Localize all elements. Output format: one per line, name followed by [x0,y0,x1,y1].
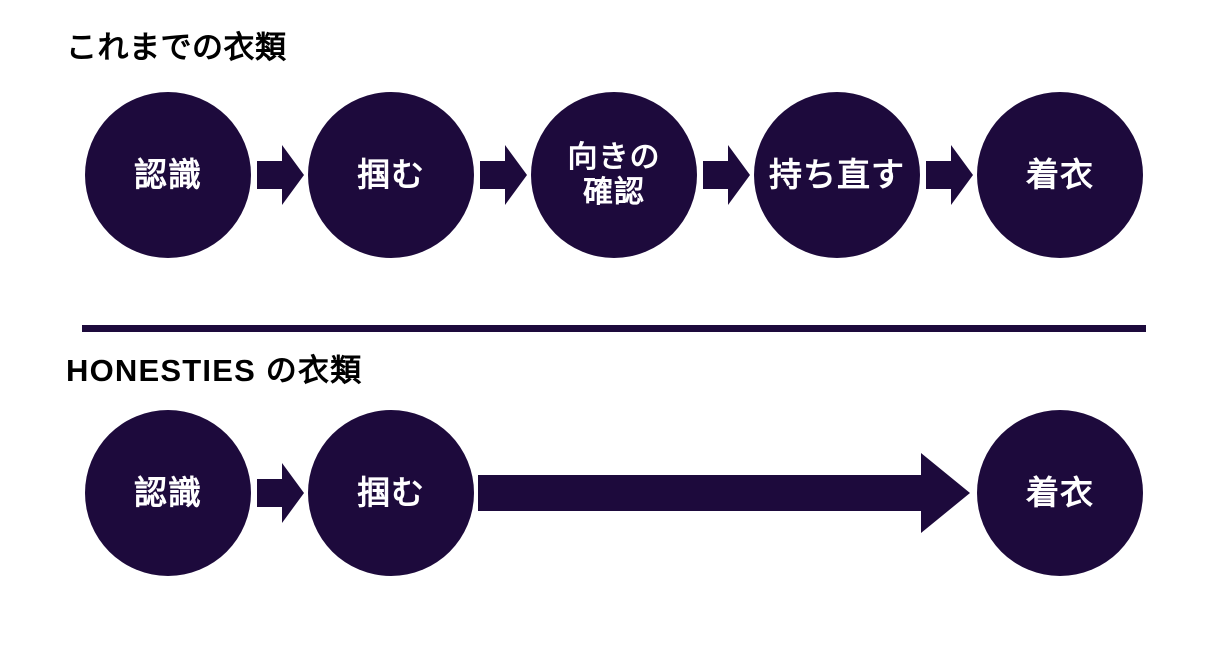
flow-node-label: 着衣 [1026,155,1094,193]
legacy-section-heading: これまでの衣類 [66,30,287,65]
block-arrow-right-icon [257,143,304,207]
flow-node-label: 向きの 確認 [567,140,661,209]
block-arrow-right-icon [480,143,527,207]
flow-node-legacy-2: 掴む [308,92,474,258]
flow-node-label: 認識 [134,155,202,193]
flow-node-honesties-1: 認識 [85,410,251,576]
section-divider [82,325,1146,332]
flow-node-honesties-2: 掴む [308,410,474,576]
flow-node-legacy-3: 向きの 確認 [531,92,697,258]
legacy-flow-row: 認識 掴む 向きの 確認 持ち直す [0,85,1230,265]
flow-node-honesties-3: 着衣 [977,410,1143,576]
flow-node-label: 持ち直す [769,155,905,193]
flow-node-legacy-4: 持ち直す [754,92,920,258]
honesties-section-heading: HONESTIES の衣類 [66,353,363,388]
honesties-flow-row: 認識 掴む 着衣 [0,403,1230,583]
block-arrow-right-icon [257,461,304,525]
flow-node-label: 認識 [134,473,202,511]
block-arrow-right-icon [926,143,973,207]
flow-node-legacy-5: 着衣 [977,92,1143,258]
flow-node-label: 着衣 [1026,473,1094,511]
flow-node-label: 掴む [357,473,425,511]
block-arrow-right-icon [703,143,750,207]
flow-node-label: 掴む [357,155,425,193]
flow-node-legacy-1: 認識 [85,92,251,258]
long-arrow-right-icon [478,451,970,535]
